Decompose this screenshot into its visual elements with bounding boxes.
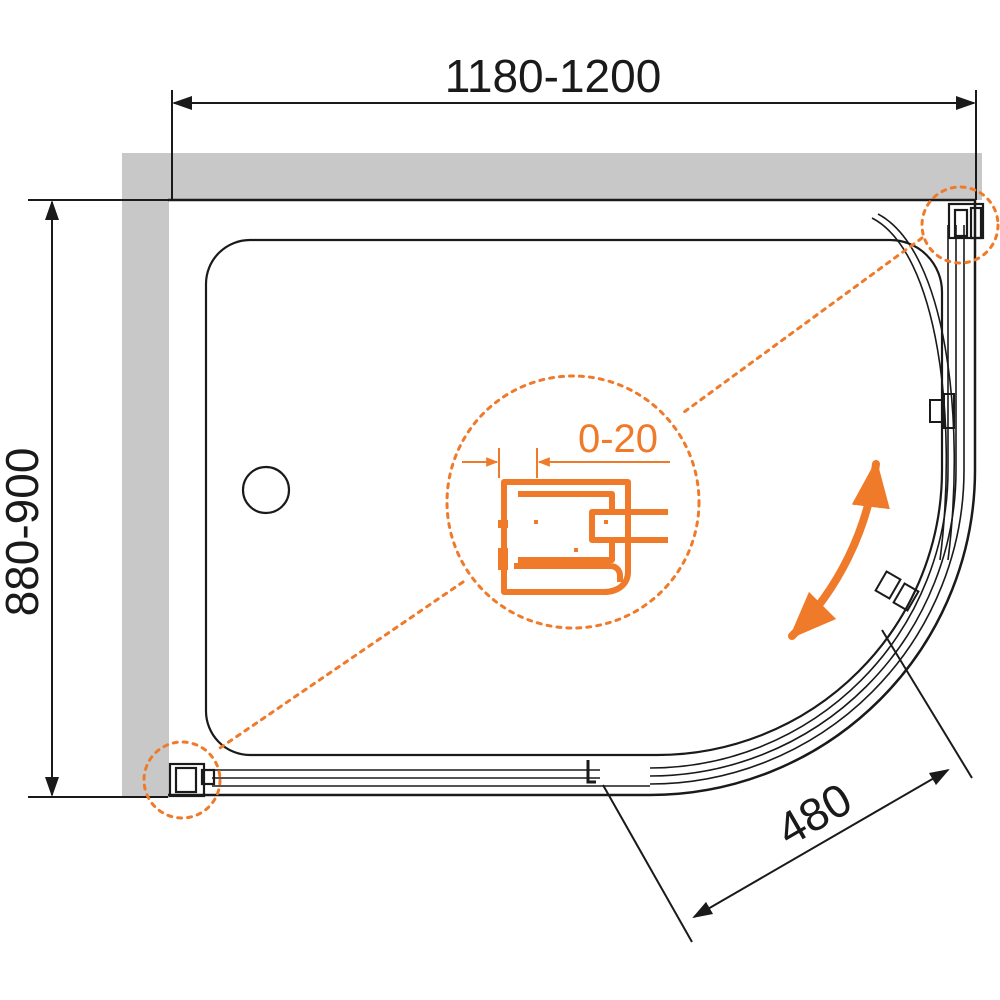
profile-outer-channel [501, 479, 631, 595]
profile-seal [514, 563, 623, 582]
depth-dimension: 880-900 [0, 199, 168, 798]
profile-inner-insert [518, 491, 615, 563]
depth-label: 880-900 [0, 448, 48, 617]
door-handle-lower [874, 570, 920, 612]
callout-leader-bottom [215, 580, 465, 752]
door-label: 480 [768, 772, 860, 855]
door-leaf-arc [871, 217, 948, 561]
callout-leader-top [678, 236, 924, 417]
door-dimension: 480 [602, 629, 973, 943]
back-wall [122, 153, 982, 200]
callout-circle-top-right [920, 185, 1000, 265]
width-dimension: 1180-1200 [171, 50, 977, 200]
profile-glass-slot [592, 509, 668, 543]
profile-detail: 0-20 [462, 417, 670, 595]
enclosure-outline [168, 198, 977, 797]
wall-profile-top-right [947, 202, 985, 240]
enclosure [168, 198, 977, 797]
detail-callouts [142, 185, 1000, 820]
callout-circle-detail [445, 374, 701, 630]
glass-panels [212, 213, 965, 787]
callout-circle-bottom-left [142, 740, 222, 820]
walls [122, 153, 982, 798]
door-dimension-line [692, 768, 950, 919]
width-label: 1180-1200 [445, 50, 662, 102]
door-handle-upper [929, 393, 955, 429]
door-leaf-arc-inner [877, 213, 956, 561]
adjustment-label: 0-20 [578, 417, 658, 461]
wall-profile-bottom-left [168, 762, 216, 798]
left-wall [122, 153, 169, 798]
panel-arc-1 [649, 225, 949, 769]
door-stop [586, 760, 596, 784]
panel-arc-3 [649, 225, 965, 785]
drain-icon [241, 465, 291, 515]
door-extension-lower [602, 784, 693, 943]
profile-stipple [498, 520, 608, 570]
panel-arc-2 [649, 225, 957, 777]
door-extension-upper [881, 629, 973, 779]
tray-outline [204, 238, 944, 757]
double-arrow-icon [788, 459, 890, 640]
